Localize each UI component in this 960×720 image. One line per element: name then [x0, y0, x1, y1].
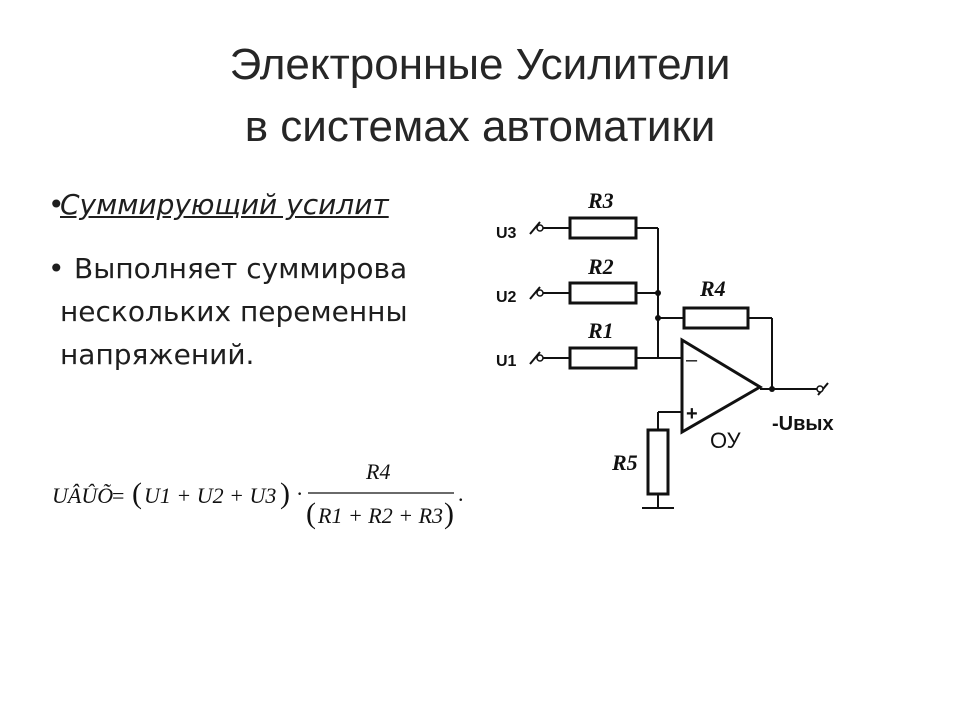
description-line-3: напряжений. [60, 338, 255, 371]
bullet-text: Суммирующий усилит [60, 188, 389, 221]
formula-paren-open: ( [132, 477, 142, 510]
label-plus: + [686, 403, 698, 425]
description-line-1: Выполняет суммирова [74, 252, 408, 285]
formula-end: . [458, 481, 464, 506]
label-u2: U2 [496, 289, 517, 306]
label-r5: R5 [611, 450, 638, 475]
formula-den-paren-close: ) [444, 497, 454, 530]
description-line-2: нескольких переменны [60, 295, 408, 328]
bullet-summing-amplifier: • Суммирующий усилит [48, 188, 389, 221]
formula-lhs: UÂÛÕ [52, 483, 113, 508]
formula-numerator: R4 [365, 459, 390, 484]
label-r3: R3 [587, 188, 614, 213]
formula-denominator: R1 + R2 + R3 [317, 503, 443, 528]
bullet-description: • Выполняет суммирова нескольких перемен… [48, 247, 408, 376]
label-opamp: ОУ [710, 428, 742, 453]
label-r2: R2 [587, 254, 614, 279]
slide-title: Электронные Усилители в системах автомат… [0, 34, 960, 158]
label-minus: – [686, 349, 698, 371]
sum-formula: UÂÛÕ = ( U1 + U2 + U3 ) · R4 ( R1 + R2 +… [52, 459, 464, 530]
formula-eq: = [112, 483, 124, 508]
formula-dot: · [296, 481, 303, 506]
title-line-2: в системах автоматики [244, 102, 716, 151]
title-line-1: Электронные Усилители [229, 40, 731, 89]
bullet-dot: • [48, 252, 65, 285]
label-output: -Uвых [772, 413, 834, 435]
formula-den-paren-open: ( [306, 497, 316, 530]
bullet-dot: • [48, 188, 65, 221]
label-r1: R1 [587, 318, 614, 343]
label-r4: R4 [699, 276, 726, 301]
formula-paren-close: ) [280, 477, 290, 510]
summing-amplifier-circuit: R3 R2 R1 R4 R5 U3 U2 U1 – + ОУ -Uвых [482, 180, 862, 520]
formula-sum: U1 + U2 + U3 [144, 483, 276, 508]
label-u3: U3 [496, 225, 517, 242]
label-u1: U1 [496, 353, 517, 370]
